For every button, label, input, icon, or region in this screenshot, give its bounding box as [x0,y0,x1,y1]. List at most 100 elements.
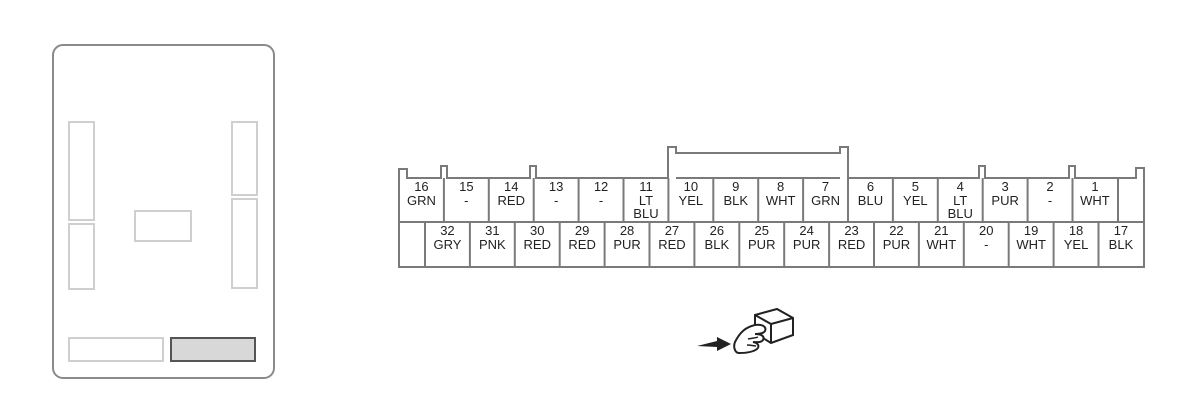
pin-cell-13: 13- [532,178,563,222]
pin-cell-20: 20- [962,222,993,267]
hand-pushing-connector-icon [697,307,794,355]
pin-number: 13 [549,179,563,194]
wire-color: GRY [433,237,461,252]
pin-number: 18 [1069,223,1083,238]
pin-number: 32 [440,223,454,238]
locator-slot-left-lower [68,223,95,290]
wire-color: BLU [948,206,973,221]
locator-slot-center [134,210,192,242]
pin-number: 12 [594,179,608,194]
wire-color: BLU [858,193,883,208]
pin-number: 20 [979,223,993,238]
pin-row-bottom: 32GRY31PNK30RED29RED28PUR27RED26BLK25PUR… [433,222,1134,267]
wire-color: LT [639,193,653,208]
pin-cell-2: 2- [1026,178,1054,222]
pin-number: 15 [459,179,473,194]
wire-color: RED [838,237,865,252]
pin-number: 4 [957,179,964,194]
wire-color: - [554,193,558,208]
wire-color: GRN [811,193,840,208]
pin-number: 3 [1002,179,1009,194]
wire-color: YEL [1064,237,1089,252]
wire-color: PUR [793,237,820,252]
pin-row-top: 16GRN15-14RED13-12-11LTBLU10YEL9BLK8WHT7… [407,178,1110,222]
pin-number: 29 [575,223,589,238]
wire-color: BLU [633,206,658,221]
pin-number: 17 [1114,223,1128,238]
pin-number: 11 [639,179,653,194]
locator-diagram [52,44,275,379]
wire-color: LT [953,193,967,208]
pin-number: 30 [530,223,544,238]
wire-color: PNK [479,237,506,252]
wire-color: - [1048,193,1052,208]
pin-cell-12: 12- [577,178,608,222]
wire-color: WHT [766,193,796,208]
locator-highlighted-connector [170,337,256,362]
pin-number: 23 [844,223,858,238]
pin-number: 5 [912,179,919,194]
wire-color: BLK [1109,237,1134,252]
locator-slot-bottom-left [68,337,164,362]
pin-number: 10 [684,179,698,194]
wire-color: - [599,193,603,208]
pin-number: 16 [414,179,428,194]
pin-number: 26 [710,223,724,238]
pin-number: 6 [867,179,874,194]
wire-color: RED [524,237,551,252]
pin-number: 14 [504,179,518,194]
wire-color: YEL [679,193,704,208]
wire-color: BLK [705,237,730,252]
pin-number: 24 [799,223,813,238]
pin-number: 31 [485,223,499,238]
pin-number: 27 [665,223,679,238]
connector-face-diagram: 16GRN15-14RED13-12-11LTBLU10YEL9BLK8WHT7… [398,146,1145,268]
wire-color: - [984,237,988,252]
wire-color: PUR [991,193,1018,208]
wire-color: RED [498,193,525,208]
pin-number: 19 [1024,223,1038,238]
wire-color: PUR [613,237,640,252]
locator-slot-right-upper [231,121,258,196]
pin-number: 22 [889,223,903,238]
wire-color: WHT [927,237,957,252]
locator-slot-right-lower [231,198,258,289]
wire-color: RED [658,237,685,252]
wire-color: RED [568,237,595,252]
wire-color: WHT [1016,237,1046,252]
connector-outline [398,146,1145,268]
pin-number: 28 [620,223,634,238]
wire-color: YEL [903,193,928,208]
wire-color: WHT [1080,193,1110,208]
pin-cell-15: 15- [442,178,474,222]
pin-number: 9 [732,179,739,194]
wire-color: - [464,193,468,208]
pin-number: 7 [822,179,829,194]
wire-color: PUR [883,237,910,252]
wire-color: PUR [748,237,775,252]
wire-color: BLK [723,193,748,208]
